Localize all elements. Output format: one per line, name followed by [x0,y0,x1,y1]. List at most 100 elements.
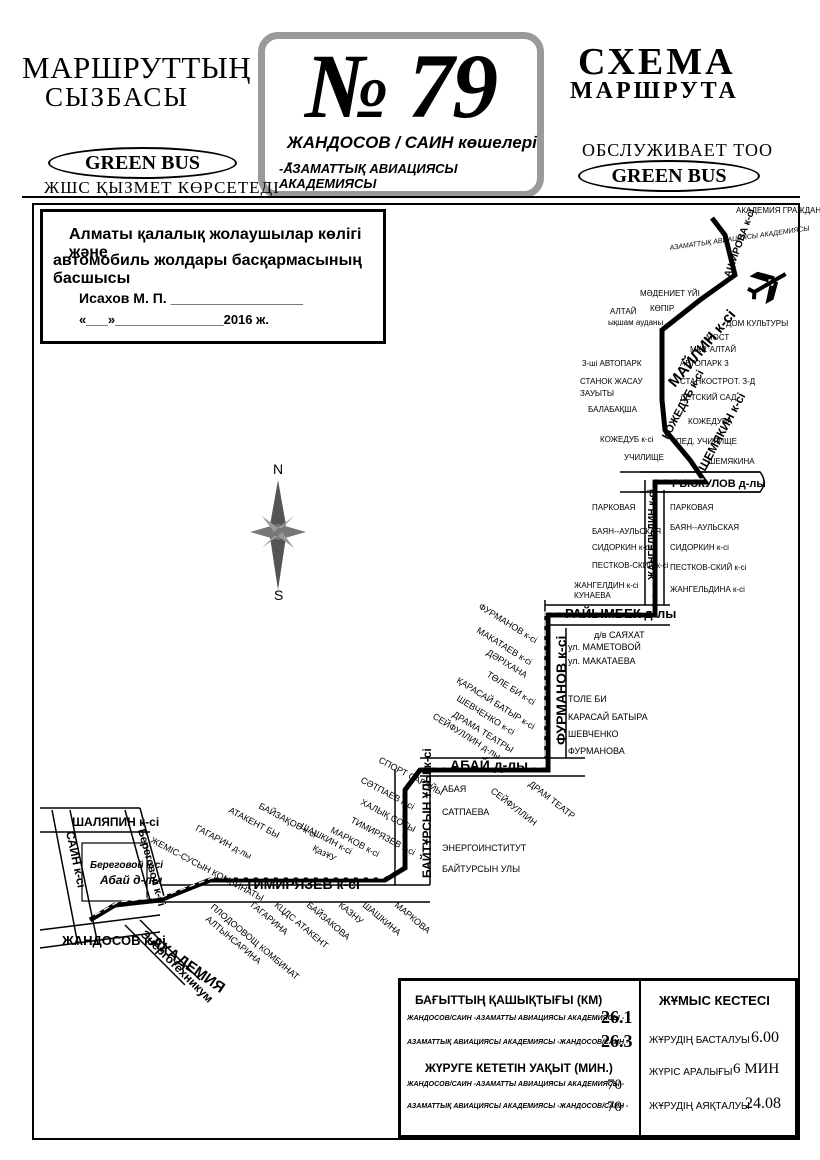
svg-text:ЖАНГЕЛЬДИНА к-сі: ЖАНГЕЛЬДИНА к-сі [670,585,745,594]
travel-time-row2-label: АЗАМАТТЫҚ АВИАЦИЯСЫ АКАДЕМИЯСЫ -ЖАНДОСОВ… [407,1103,629,1110]
svg-text:ТОЛЕ БИ: ТОЛЕ БИ [568,694,607,704]
served-by-ru: ОБСЛУЖИВАЕТ ТОО [582,140,773,160]
travel-time-row1-label: ЖАНДОСОВ/САИН -АЗАМАТТЫ АВИАЦИЯСЫ АКАДЕМ… [407,1081,625,1088]
ryskulov-road [640,471,765,493]
svg-text:МОСТ: МОСТ [706,333,729,342]
approval-line1: Алматы қалалық жолаушылар көлігі және [69,226,362,261]
svg-text:ЗАУЫТЫ: ЗАУЫТЫ [580,389,614,398]
info-divider [639,981,641,1135]
schedule-row3-label: ЖҰРУДІҢ АЯҚТАЛУЫ [649,1101,750,1112]
svg-text:АВТОПАРК 3: АВТОПАРК 3 [680,359,729,368]
operator-logo-right: GREEN BUS [578,160,760,192]
schedule-row1-value: 6.00 [751,1029,779,1046]
svg-text:ШЕМЯКИНА: ШЕМЯКИНА [708,457,755,466]
svg-text:ЭНЕРГОИНСТИТУТ: ЭНЕРГОИНСТИТУТ [442,843,527,853]
svg-text:3-ші АВТОПАРК: 3-ші АВТОПАРК [582,359,642,368]
stops-baitursyn-right: АБАЯ САТПАЕВА ЭНЕРГОИНСТИТУТ БАЙТУРСЫН У… [442,784,527,874]
svg-text:БАЛАБАҚША: БАЛАБАҚША [588,405,638,414]
svg-text:ДРАМ ТЕАТР: ДРАМ ТЕАТР [527,779,577,821]
street-label-beregovoy-inner: Береговой к-сі [90,860,163,871]
street-label-abai: АБАЙ д-лы [450,756,528,773]
stops-zhangeldin-left: ПАРКОВАЯ БАЯН--АУЛЬСКАЯ СИДОРКИН к-сі ПЕ… [574,503,669,600]
svg-text:МӘДЕНИЕТ ҮЙІ: МӘДЕНИЕТ ҮЙІ [640,289,700,298]
label-academy-ga: АКАДЕМИЯ ГРАЖДАНСКОЙ АВИАЦИИ [736,206,820,215]
distance-row1-label: ЖАНДОСОВ/САИН -АЗАМАТТЫ АВИАЦИЯСЫ АКАДЕМ… [407,1015,625,1022]
svg-text:КОЖЕДУБ к-сі: КОЖЕДУБ к-сі [600,435,654,444]
street-label-baitursyn: БАЙТҰРСЫН ҰЛЫ к-сі [419,748,434,878]
svg-text:КУНАЕВА: КУНАЕВА [574,591,611,600]
header-title-ru-line1: СХЕМА [578,41,736,83]
svg-text:БАЙТУРСЫН УЛЫ: БАЙТУРСЫН УЛЫ [442,863,520,874]
stops-furmanov-left: ФУРМАНОВ к-сі МАКАТАЕВ к-сі ДӘРІХАНА ТӨЛ… [431,601,539,761]
stops-zhangeldin-right: ПАРКОВАЯ БАЯН--АУЛЬСКАЯ СИДОРКИН к-сі ПЕ… [670,503,747,594]
svg-text:ДОМ КУЛЬТУРЫ: ДОМ КУЛЬТУРЫ [726,319,788,328]
svg-text:САТПАЕВА: САТПАЕВА [442,807,489,817]
street-label-furmanov: ФУРМАНОВ к-сі [553,636,569,745]
route-endpoints-line2: -АЗАМАТТЫҚ АВИАЦИЯСЫ АКАДЕМИЯСЫ [279,161,458,191]
svg-text:СТАНКОСТРОТ. З-Д: СТАНКОСТРОТ. З-Д [680,377,756,386]
stops-mailin-right: ДОМ КУЛЬТУРЫ МОСТ МКР. АЛТАЙ АВТОПАРК 3 … [676,319,788,466]
svg-text:АЛТАЙ: АЛТАЙ [610,307,637,316]
compass-north-label: N [273,461,283,477]
travel-time-title: ЖҮРУГЕ КЕТЕТІН УАҚЫТ (МИН.) [425,1061,613,1075]
svg-text:СИДОРКИН к-сі: СИДОРКИН к-сі [670,543,729,552]
svg-text:БАЯН--АУЛЬСКАЯ: БАЯН--АУЛЬСКАЯ [592,527,661,536]
travel-time-row2-value: 70 [607,1099,622,1115]
svg-text:КАЗНУ: КАЗНУ [337,900,366,926]
operator-logo-left: GREEN BUS [48,147,237,179]
svg-text:СИДОРКИН к-сі: СИДОРКИН к-сі [592,543,651,552]
street-label-shalyapin: ШАЛЯПИН к-сі [72,815,159,829]
street-label-zhandosov: ЖАНДОСОВ к-сі [61,933,166,948]
svg-text:ЖЕМІС-СУСЫН КОМБИНАТЫ: ЖЕМІС-СУСЫН КОМБИНАТЫ [149,835,265,903]
svg-text:УЧИЛИЩЕ: УЧИЛИЩЕ [624,453,664,462]
approval-date: «___»_______________2016 ж. [79,312,269,327]
header-title-kz-line2: СЫЗБАСЫ [45,82,189,112]
travel-time-row1-value: 70 [607,1077,622,1093]
compass-south-label: S [274,587,283,603]
svg-text:ГАГАРИН д-лы: ГАГАРИН д-лы [194,823,253,861]
svg-text:д/в САЯХАТ: д/в САЯХАТ [594,630,645,640]
schedule-row1-label: ЖҰРУДІҢ БАСТАЛУЫ [649,1035,750,1046]
stops-furmanov-right: д/в САЯХАТ ул. МАМЕТОВОЙ ул. МАКАТАЕВА Т… [568,630,648,756]
route-endpoints-line1: ЖАНДОСОВ / САИН көшелері - [287,133,537,172]
svg-text:КОЖЕДУБА: КОЖЕДУБА [688,417,733,426]
svg-text:ПЕСТКОВ-СКИЙ к-сі: ПЕСТКОВ-СКИЙ к-сі [670,563,747,572]
svg-text:ШЕВЧЕНКО: ШЕВЧЕНКО [568,729,619,739]
route-number: № 79 [305,35,498,137]
svg-text:ПАРКОВАЯ: ПАРКОВАЯ [592,503,636,512]
route-info-box: БАҒЫТТЫҢ ҚАШЫҚТЫҒЫ (КМ) ЖАНДОСОВ/САИН -А… [398,978,798,1138]
stops-below-timiryazev: ПЛОДООВОЩ КОМБИНАТ АЛТЫНСАРИНА ГАГАРИНА … [204,899,433,982]
svg-text:КАРАСАЙ БАТЫРА: КАРАСАЙ БАТЫРА [568,711,648,722]
street-label-ryskulov: РЫСКУЛОВ д-лы [672,478,766,490]
schedule-title: ЖҰМЫС КЕСТЕСІ [659,993,770,1008]
svg-text:ықшам ауданы: ықшам ауданы [608,318,663,327]
route-path [88,216,738,923]
street-label-raiymbek: РАЙЫМБЕК д-лы [565,606,676,621]
svg-text:ПАРКОВАЯ: ПАРКОВАЯ [670,503,714,512]
stops-abai-right: ДРАМ ТЕАТР СЕЙФУЛЛИН [489,779,577,828]
svg-text:СТАНОК ЖАСАУ: СТАНОК ЖАСАУ [580,377,643,386]
distance-row2-label: АЗАМАТТЫҚ АВИАЦИЯСЫ АКАДЕМИЯСЫ -ЖАНДОСОВ… [407,1039,629,1046]
approval-box: Алматы қалалық жолаушылар көлігі және ав… [40,209,386,344]
schedule-row2-label: ЖҮРІС АРАЛЫҒЫ [649,1067,733,1078]
header-divider [22,196,800,198]
svg-text:МКР. АЛТАЙ: МКР. АЛТАЙ [690,345,736,354]
svg-text:СЕЙФУЛЛИН: СЕЙФУЛЛИН [489,785,540,828]
map-frame [32,203,800,1140]
compass-rose-icon: N S [250,461,306,603]
header-title-kz-line1: МАРШРУТТЫҢ [22,50,252,85]
header-title-ru-line2: МАРШРУТА [570,78,739,104]
distance-row2-value: 26.3 [601,1031,633,1051]
approval-line2: автомобиль жолдары басқармасының басшысы [53,252,362,287]
svg-text:ПЕД. УЧИЛИЩЕ: ПЕД. УЧИЛИЩЕ [676,437,737,446]
street-label-sain: САИН к-сі [63,830,89,889]
street-label-timiryazev: ТИМИРЯЗЕВ к-сі [245,876,360,892]
stops-mailin-left: МӘДЕНИЕТ ҮЙІ КӨПІР АЛТАЙ ықшам ауданы 3-… [580,289,700,462]
svg-text:ФУРМАНОВА: ФУРМАНОВА [568,746,625,756]
svg-text:ул. МАМЕТОВОЙ: ул. МАМЕТОВОЙ [568,641,641,652]
schedule-row3-value: 24.08 [745,1095,781,1112]
street-label-abai-inner: Абай д-лы [99,873,163,887]
svg-text:ул. МАКАТАЕВА: ул. МАКАТАЕВА [568,656,636,666]
svg-text:ПЕСТКОВ-СКИЙ к-сі: ПЕСТКОВ-СКИЙ к-сі [592,561,669,570]
